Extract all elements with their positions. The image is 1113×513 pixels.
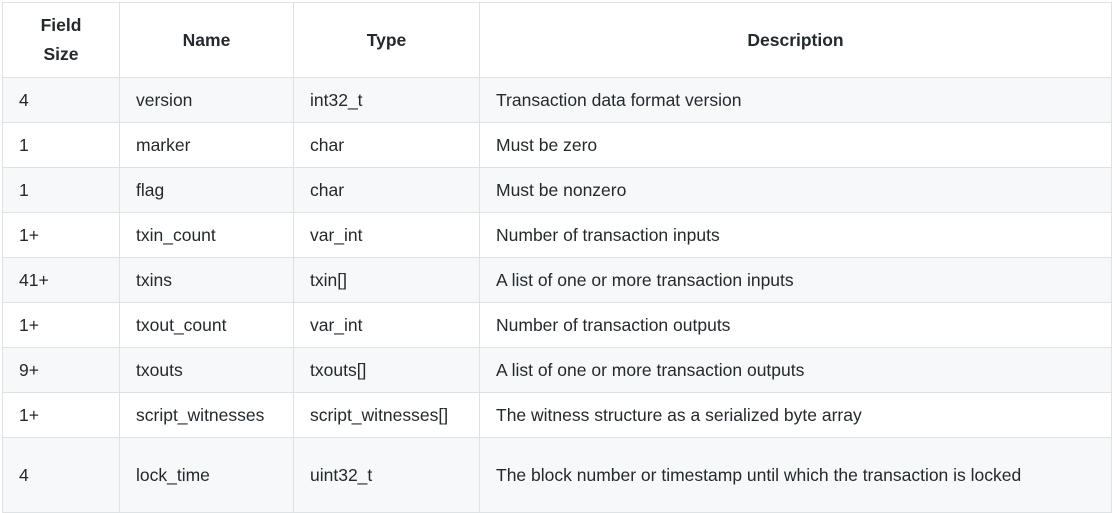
header-description: Description bbox=[479, 2, 1112, 78]
cell-field-size: 4 bbox=[2, 437, 120, 513]
cell-description: The block number or timestamp until whic… bbox=[479, 437, 1112, 513]
cell-description: Number of transaction inputs bbox=[479, 212, 1112, 258]
cell-name: txin_count bbox=[119, 212, 294, 258]
cell-name: txins bbox=[119, 257, 294, 303]
cell-field-size: 9+ bbox=[2, 347, 120, 393]
header-row: Field Size Name Type Description bbox=[2, 2, 1112, 78]
cell-description: The witness structure as a serialized by… bbox=[479, 392, 1112, 438]
cell-field-size: 4 bbox=[2, 77, 120, 123]
cell-type: var_int bbox=[293, 302, 480, 348]
cell-field-size: 1+ bbox=[2, 302, 120, 348]
cell-description: A list of one or more transaction output… bbox=[479, 347, 1112, 393]
cell-description: Transaction data format version bbox=[479, 77, 1112, 123]
cell-description: A list of one or more transaction inputs bbox=[479, 257, 1112, 303]
cell-type: var_int bbox=[293, 212, 480, 258]
cell-name: script_witnesses bbox=[119, 392, 294, 438]
cell-name: version bbox=[119, 77, 294, 123]
cell-type: txin[] bbox=[293, 257, 480, 303]
header-type: Type bbox=[293, 2, 480, 78]
cell-type: script_witnesses[] bbox=[293, 392, 480, 438]
cell-type: txouts[] bbox=[293, 347, 480, 393]
cell-type: uint32_t bbox=[293, 437, 480, 513]
cell-field-size: 1+ bbox=[2, 392, 120, 438]
cell-description: Number of transaction outputs bbox=[479, 302, 1112, 348]
cell-name: marker bbox=[119, 122, 294, 168]
cell-type: char bbox=[293, 167, 480, 213]
cell-name: lock_time bbox=[119, 437, 294, 513]
header-field-size: Field Size bbox=[2, 2, 120, 78]
cell-name: flag bbox=[119, 167, 294, 213]
header-name: Name bbox=[119, 2, 294, 78]
cell-description: Must be zero bbox=[479, 122, 1112, 168]
cell-name: txout_count bbox=[119, 302, 294, 348]
cell-type: int32_t bbox=[293, 77, 480, 123]
cell-field-size: 41+ bbox=[2, 257, 120, 303]
cell-name: txouts bbox=[119, 347, 294, 393]
cell-description: Must be nonzero bbox=[479, 167, 1112, 213]
cell-field-size: 1+ bbox=[2, 212, 120, 258]
cell-field-size: 1 bbox=[2, 122, 120, 168]
cell-field-size: 1 bbox=[2, 167, 120, 213]
cell-type: char bbox=[293, 122, 480, 168]
